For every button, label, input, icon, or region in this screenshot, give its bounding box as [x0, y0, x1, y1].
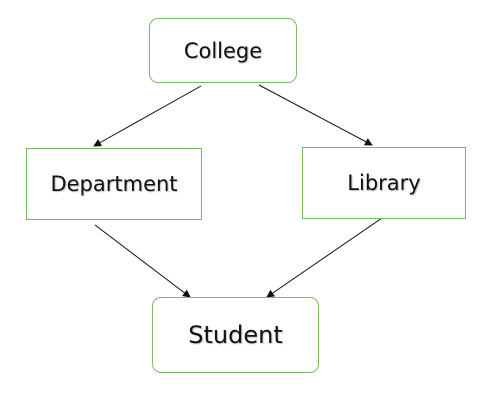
node-college-label: College [183, 38, 263, 63]
node-library: Library [302, 147, 466, 219]
edge-college-library [258, 84, 373, 146]
edge-college-department [93, 85, 202, 147]
edge-library-student [266, 217, 383, 298]
node-department: Department [26, 148, 202, 220]
node-college: College [149, 18, 297, 83]
node-department-label: Department [50, 172, 178, 196]
node-student: Student [152, 297, 319, 373]
node-student-label: Student [188, 321, 283, 349]
edge-department-student [94, 224, 191, 298]
node-library-label: Library [347, 171, 421, 195]
